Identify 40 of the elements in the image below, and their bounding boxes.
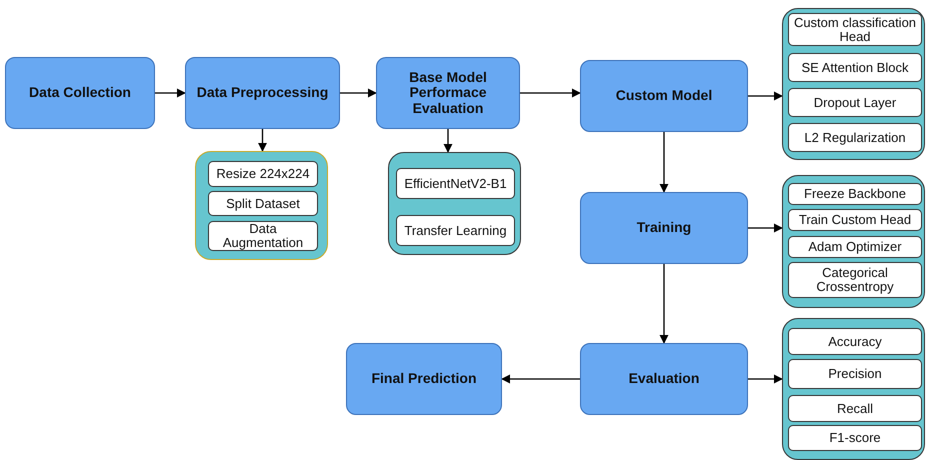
step-item: EfficientNetV2-B1 [396,168,515,199]
step-item: Recall [788,395,922,422]
step-item: Train Custom Head [788,209,922,231]
step-item: Resize 224x224 [208,161,318,187]
step-item: Transfer Learning [396,215,515,246]
process-box: Training [580,192,748,264]
arrow [748,91,783,101]
step-item: Custom classification Head [788,13,922,46]
arrow [520,88,581,98]
group-panel [388,152,521,255]
step-item: F1-score [788,425,922,451]
step-item: Freeze Backbone [788,183,922,205]
group-panel [195,151,328,260]
arrow [501,374,580,384]
process-box: Custom Model [580,60,748,132]
process-box: Final Prediction [346,343,502,415]
arrow [340,88,377,98]
process-box: Data Preprocessing [185,57,340,129]
step-item: Dropout Layer [788,88,922,117]
step-item: Accuracy [788,328,922,355]
arrow [659,264,669,344]
arrow [155,88,186,98]
arrow [443,129,453,153]
group-panel [782,175,925,308]
process-box: Evaluation [580,343,748,415]
arrow [659,132,669,193]
step-item: L2 Regularization [788,123,922,152]
process-box: Base Model Performace Evaluation [376,57,520,129]
step-item: Split Dataset [208,191,318,216]
step-item: Data Augmentation [208,221,318,251]
step-item: Adam Optimizer [788,236,922,258]
group-panel [782,8,925,160]
group-panel [782,318,925,460]
arrow [258,129,268,152]
step-item: Categorical Crossentropy [788,262,922,298]
arrow [748,374,783,384]
process-box: Data Collection [5,57,155,129]
arrow [748,223,783,233]
step-item: SE Attention Block [788,53,922,82]
step-item: Precision [788,359,922,389]
